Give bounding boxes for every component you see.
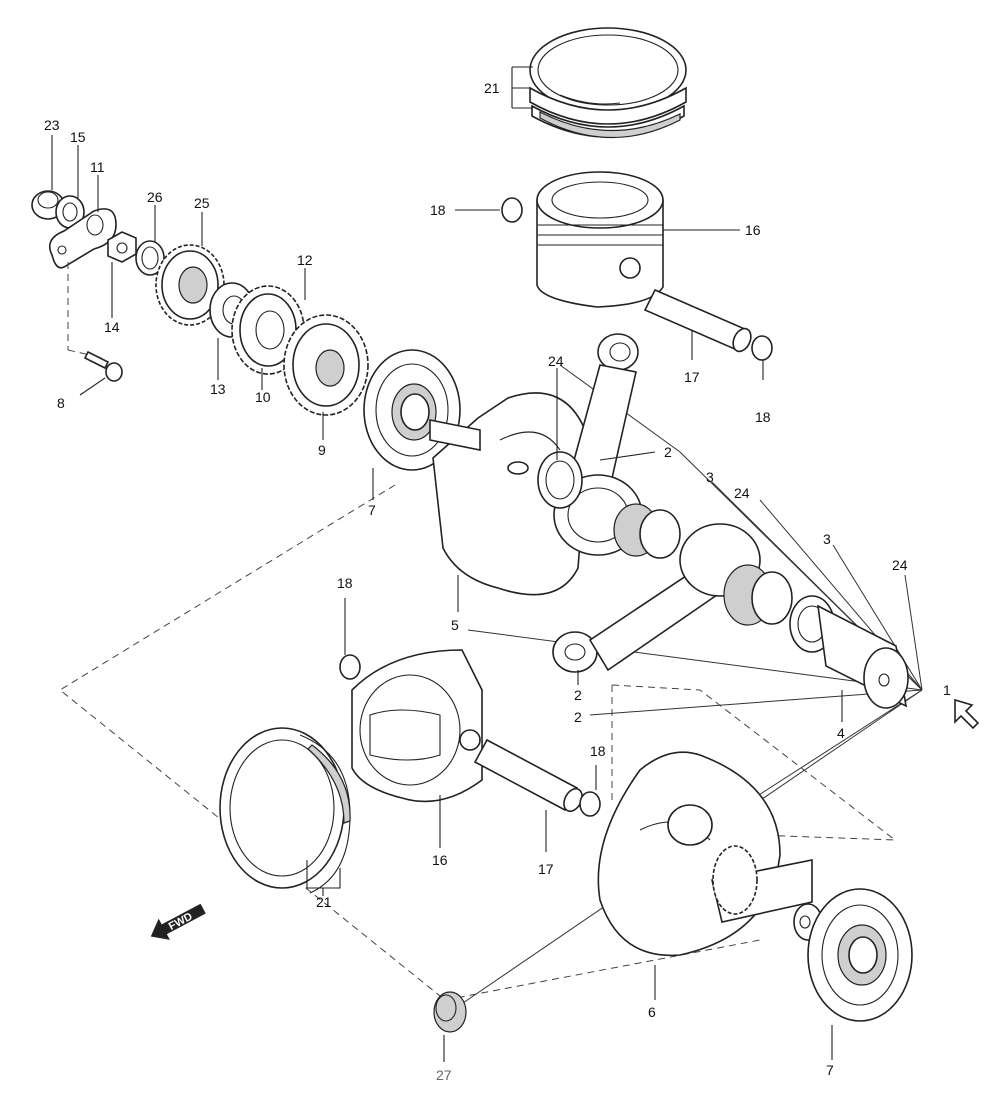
callout-15: 15 xyxy=(70,129,86,145)
callout-16-lower: 16 xyxy=(432,852,448,868)
washer-24-upper xyxy=(537,451,583,509)
callout-3-b: 3 xyxy=(823,531,831,547)
callout-2-b: 2 xyxy=(574,687,582,703)
callout-23: 23 xyxy=(44,117,60,133)
callout-3-a: 3 xyxy=(706,469,714,485)
callout-7-upper: 7 xyxy=(368,502,376,518)
needle-bearing-lower xyxy=(723,564,793,626)
callout-5: 5 xyxy=(451,617,459,633)
piston-pin-middle xyxy=(473,738,583,813)
piston-ring-set-top xyxy=(529,27,687,139)
callout-14: 14 xyxy=(104,319,120,335)
gear-25 xyxy=(155,244,225,326)
callout-12: 12 xyxy=(297,252,313,268)
piston-pin-top xyxy=(643,288,752,353)
callout-24-b: 24 xyxy=(734,485,750,501)
callout-18-top-left: 18 xyxy=(430,202,446,218)
piston-ring-set-bottom xyxy=(219,727,351,894)
callout-21-top: 21 xyxy=(484,80,500,96)
crank-pin xyxy=(817,604,909,709)
crank-web-right xyxy=(597,751,823,957)
callout-17-top: 17 xyxy=(684,369,700,385)
plug-27 xyxy=(433,991,467,1033)
callout-24-c: 24 xyxy=(892,557,908,573)
callout-25: 25 xyxy=(194,195,210,211)
callout-26: 26 xyxy=(147,189,163,205)
circlip-middle-right xyxy=(579,791,601,817)
circlip-top-right xyxy=(751,335,773,361)
fwd-label: FWD xyxy=(167,910,195,932)
circlip-middle-top xyxy=(339,654,361,680)
callout-18-middle: 18 xyxy=(337,575,353,591)
callout-13: 13 xyxy=(210,381,226,397)
callout-1: 1 xyxy=(943,682,951,698)
fwd-arrow-icon: FWD xyxy=(150,903,206,940)
needle-bearing-upper xyxy=(613,503,681,559)
callout-2-a: 2 xyxy=(664,444,672,460)
callout-10: 10 xyxy=(255,389,271,405)
left-small-parts xyxy=(31,190,165,382)
circlip-top-left xyxy=(501,197,523,223)
callout-16-top: 16 xyxy=(745,222,761,238)
callout-6: 6 xyxy=(648,1004,656,1020)
callout-24-a: 24 xyxy=(548,353,564,369)
gear-9 xyxy=(283,314,369,416)
callout-4: 4 xyxy=(837,725,845,741)
view-direction-arrow-icon xyxy=(954,698,980,730)
callout-21-bottom: 21 xyxy=(316,894,332,910)
callout-18-lower: 18 xyxy=(590,743,606,759)
callout-11: 11 xyxy=(90,159,105,175)
callout-27: 27 xyxy=(436,1067,452,1083)
piston-top xyxy=(536,171,664,308)
crank-web-left xyxy=(429,392,589,596)
callout-labels: 21 18 16 17 18 23 15 11 26 25 12 14 13 1… xyxy=(44,80,951,1083)
bearing-lower xyxy=(807,888,913,1022)
callout-9: 9 xyxy=(318,442,326,458)
callout-17-lower: 17 xyxy=(538,861,554,877)
callout-2-c: 2 xyxy=(574,709,582,725)
callout-18-top-right: 18 xyxy=(755,409,771,425)
piston-middle xyxy=(351,649,483,803)
label-leaders xyxy=(51,66,843,1062)
callout-7-lower: 7 xyxy=(826,1062,834,1078)
callout-8: 8 xyxy=(57,395,65,411)
